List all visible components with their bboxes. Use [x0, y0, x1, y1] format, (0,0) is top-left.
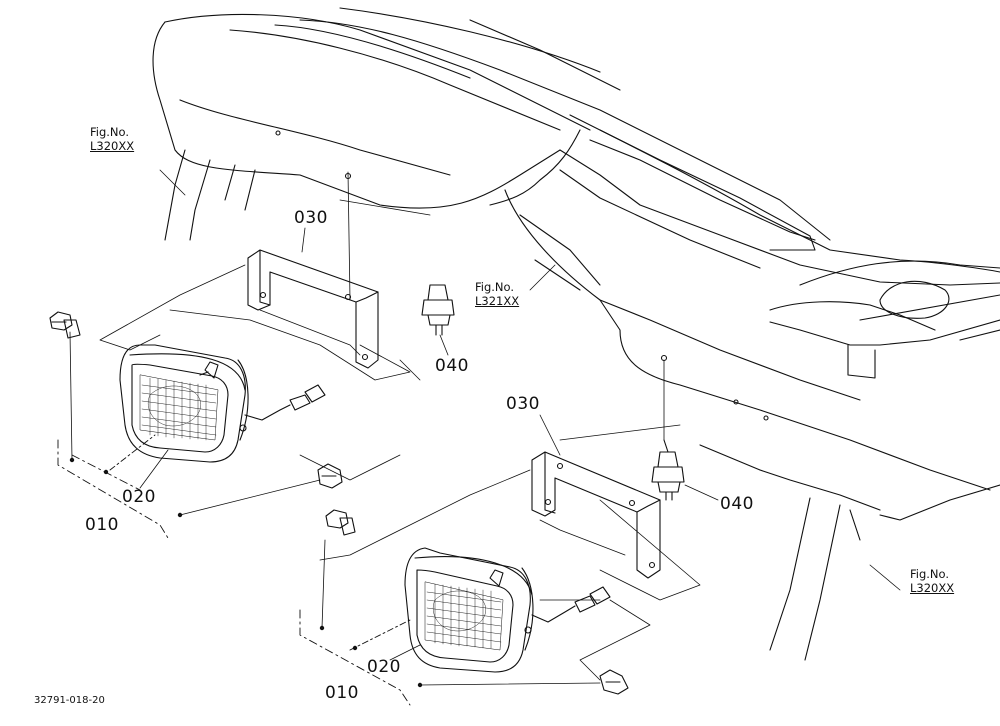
drawing-code: 32791-018-20 [34, 695, 105, 706]
lower-work-lamp [405, 548, 610, 672]
part-label-bracket-lower: 030 [506, 394, 540, 414]
upper-bracket [248, 250, 378, 368]
fig-ref-line2: L320XX [910, 581, 955, 595]
part-label-assembly-lower: 010 [325, 683, 359, 703]
upper-switch [422, 285, 454, 335]
bolt-lower-left [326, 510, 355, 535]
assembly-boundary-lines [100, 172, 700, 680]
leader-dots [69, 457, 423, 688]
label-leader-lines [70, 170, 900, 685]
bolt-upper-right [318, 464, 342, 488]
bolt-upper-left [50, 312, 80, 338]
fig-ref-bottom-right: Fig.No. L320XX [910, 567, 954, 595]
lower-bracket [532, 452, 660, 578]
fig-ref-line1: Fig.No. [475, 280, 515, 294]
fig-ref-line2: L321XX [475, 294, 520, 308]
fig-ref-top-left: Fig.No. L320XX [90, 125, 134, 153]
cabin-roof-outline [153, 8, 1000, 660]
lower-switch [652, 440, 684, 500]
fig-ref-line1: Fig.No. [90, 125, 130, 139]
fig-ref-line1: Fig.No. [910, 567, 950, 581]
part-label-assembly-upper: 010 [85, 515, 119, 535]
fig-ref-middle: Fig.No. L321XX [475, 280, 519, 308]
part-label-lamp-lower: 020 [367, 657, 401, 677]
bolt-lower-right [600, 670, 628, 694]
upper-work-lamp [120, 345, 325, 462]
assembly-brackets [58, 435, 410, 705]
part-label-switch-lower: 040 [720, 494, 754, 514]
part-label-switch-upper: 040 [435, 356, 469, 376]
fig-ref-line2: L320XX [90, 139, 135, 153]
part-label-bracket-upper: 030 [294, 208, 328, 228]
part-label-lamp-upper: 020 [122, 487, 156, 507]
